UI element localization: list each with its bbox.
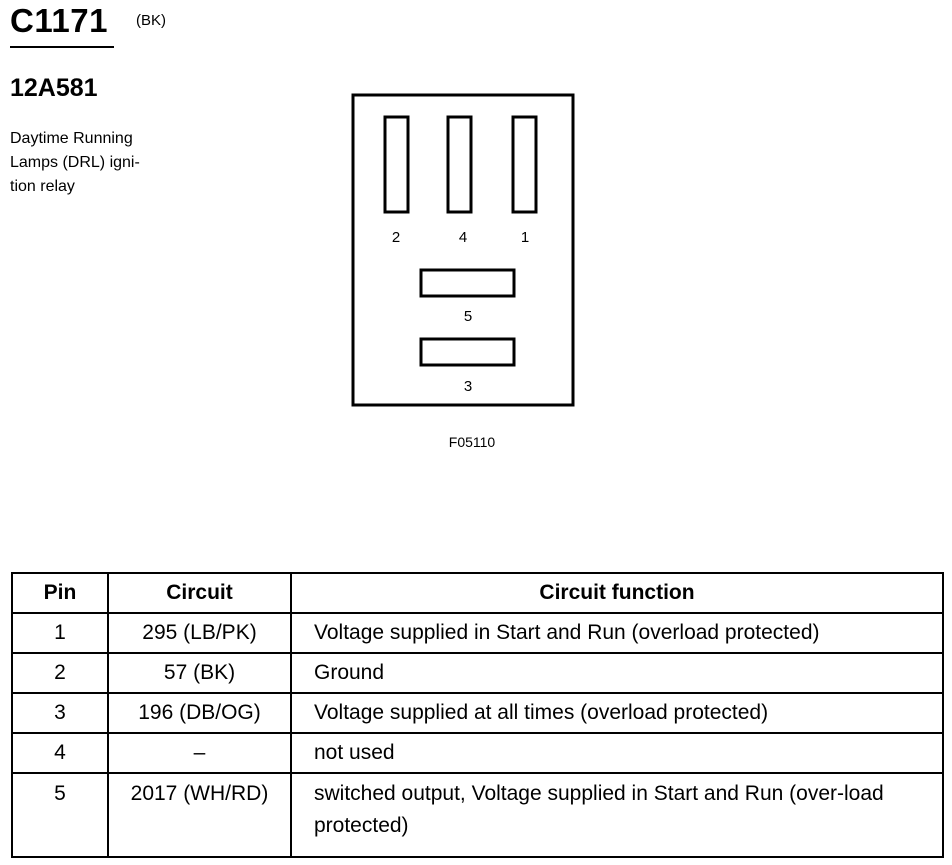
cell-pin: 1 — [11, 612, 109, 654]
terminal-slot-pin-1 — [511, 115, 538, 214]
cell-pin: 3 — [11, 692, 109, 734]
cell-circuit: 295 (LB/PK) — [107, 612, 292, 654]
pin-circuit-table: Pin Circuit Circuit function 1 295 (LB/P… — [11, 572, 944, 858]
cell-pin: 4 — [11, 732, 109, 774]
description-line-1: Daytime Running — [10, 130, 133, 147]
header-pin: Pin — [11, 572, 109, 614]
connector-id-underline — [10, 46, 114, 48]
cell-function: switched output, Voltage supplied in Sta… — [290, 772, 944, 858]
table-header-row: Pin Circuit Circuit function — [11, 572, 944, 614]
pin-label-4: 4 — [459, 229, 467, 246]
cell-circuit: – — [107, 732, 292, 774]
pin-label-2: 2 — [392, 229, 400, 246]
table-row: 2 57 (BK) Ground — [11, 652, 944, 694]
connector-id: C1171 — [10, 2, 108, 39]
connector-color: (BK) — [136, 12, 166, 29]
description-line-3: tion relay — [10, 178, 75, 195]
table-row: 1 295 (LB/PK) Voltage supplied in Start … — [11, 612, 944, 654]
header-circuit-function: Circuit function — [290, 572, 944, 614]
cell-function: not used — [290, 732, 944, 774]
cell-function: Voltage supplied in Start and Run (overl… — [290, 612, 944, 654]
cell-circuit: 57 (BK) — [107, 652, 292, 694]
terminal-slot-pin-5 — [419, 268, 516, 298]
table-row: 4 – not used — [11, 732, 944, 774]
figure-code: F05110 — [449, 434, 496, 450]
cell-function: Ground — [290, 652, 944, 694]
cell-circuit: 2017 (WH/RD) — [107, 772, 292, 858]
cell-function: Voltage supplied at all times (overload … — [290, 692, 944, 734]
terminal-slot-pin-2 — [383, 115, 410, 214]
table-row: 5 2017 (WH/RD) switched output, Voltage … — [11, 772, 944, 858]
cell-pin: 5 — [11, 772, 109, 858]
terminal-slot-pin-3 — [419, 337, 516, 367]
pin-label-3: 3 — [464, 378, 472, 395]
pin-label-1: 1 — [521, 229, 529, 246]
connector-face-diagram: 2 4 1 5 3 F05110 — [351, 93, 575, 450]
header-circuit: Circuit — [107, 572, 292, 614]
pin-label-5: 5 — [464, 308, 472, 325]
component-description: Daytime Running Lamps (DRL) igni- tion r… — [10, 127, 170, 199]
table-row: 3 196 (DB/OG) Voltage supplied at all ti… — [11, 692, 944, 734]
cell-pin: 2 — [11, 652, 109, 694]
part-number: 12A581 — [10, 74, 98, 102]
cell-circuit: 196 (DB/OG) — [107, 692, 292, 734]
terminal-slot-pin-4 — [446, 115, 473, 214]
connector-body-outline — [351, 93, 575, 407]
description-line-2: Lamps (DRL) igni- — [10, 154, 140, 171]
